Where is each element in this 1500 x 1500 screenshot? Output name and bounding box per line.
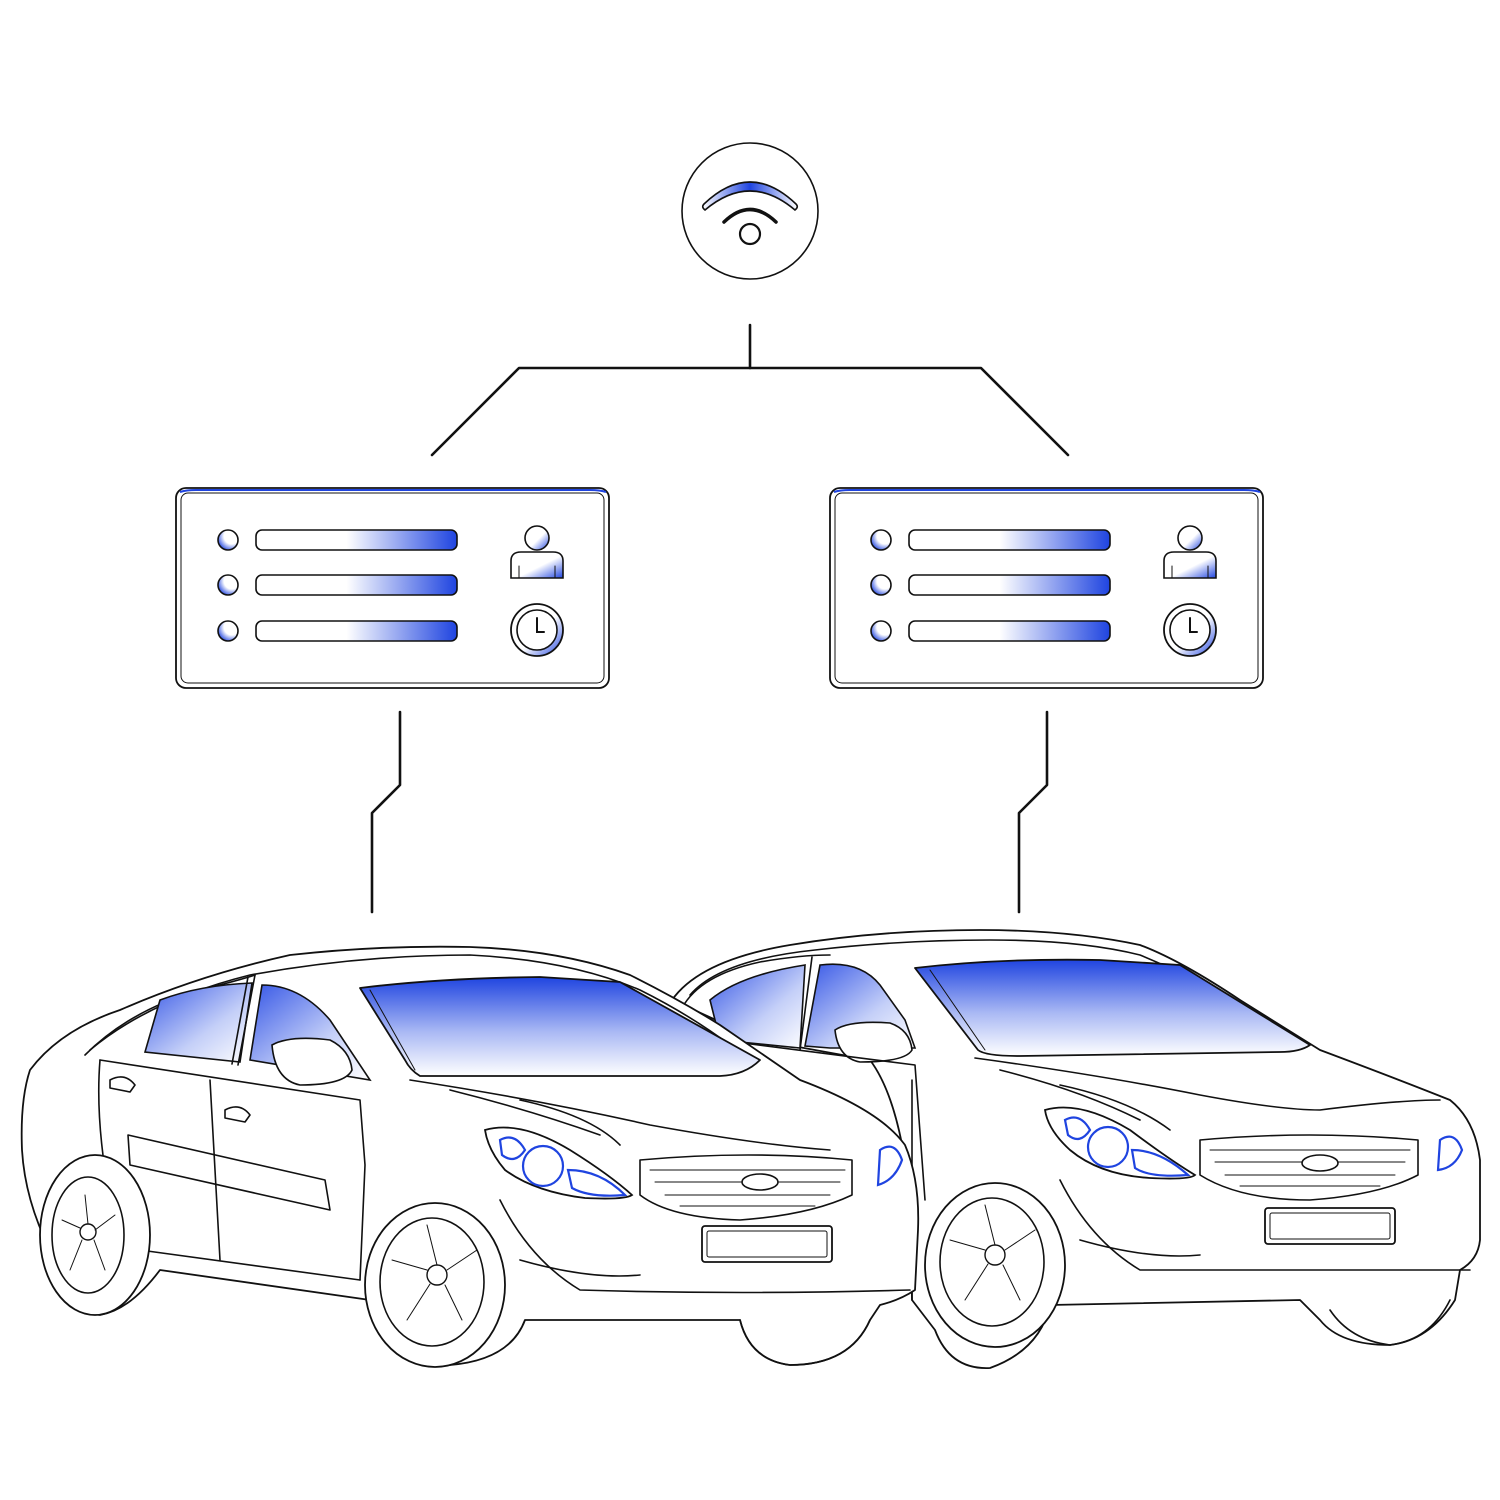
person-icon [510,525,564,579]
clock-icon [510,603,564,657]
info-card-right [829,487,1264,689]
left-car [20,945,920,1368]
list-item [870,620,1111,642]
wifi-icon [701,181,799,246]
list-item [870,574,1111,596]
list-item [217,529,458,551]
list-item [870,529,1111,551]
right-car [671,929,1481,1369]
list-item [217,620,458,642]
list-item [217,574,458,596]
wifi-hub [681,142,819,280]
info-card-left [175,487,610,689]
clock-icon [1163,603,1217,657]
person-icon [1163,525,1217,579]
connector-lines [370,323,1070,914]
